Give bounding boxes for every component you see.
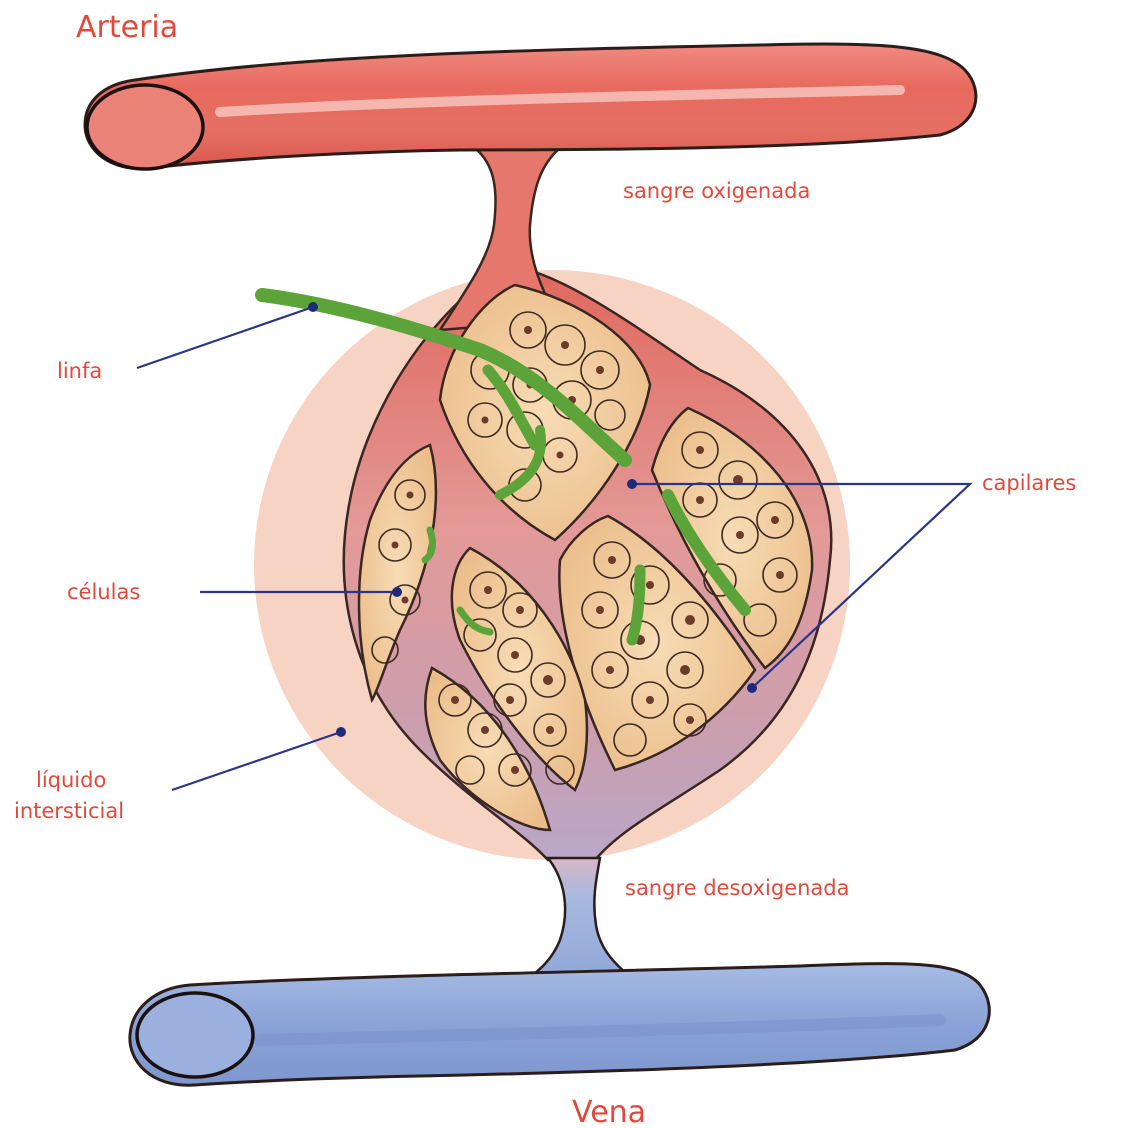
label-capilares: capilares: [982, 471, 1076, 495]
label-intersticial: intersticial: [14, 799, 124, 823]
artery-opening: [87, 85, 203, 169]
vein-opening: [137, 993, 253, 1077]
label-linfa: linfa: [57, 359, 102, 383]
leader-linfa: [137, 307, 313, 368]
label-arteria: Arteria: [76, 10, 178, 45]
label-celulas: células: [67, 580, 140, 604]
label-sangre-oxigenada: sangre oxigenada: [623, 179, 810, 203]
label-liquido: líquido: [36, 768, 106, 792]
label-sangre-desoxigenada: sangre desoxigenada: [625, 876, 850, 900]
artery-vessel: [85, 44, 976, 169]
vein-vessel: [130, 964, 989, 1086]
leader-liquido: [172, 732, 341, 790]
vein-branch: [520, 858, 640, 985]
label-vena: Vena: [572, 1095, 646, 1128]
